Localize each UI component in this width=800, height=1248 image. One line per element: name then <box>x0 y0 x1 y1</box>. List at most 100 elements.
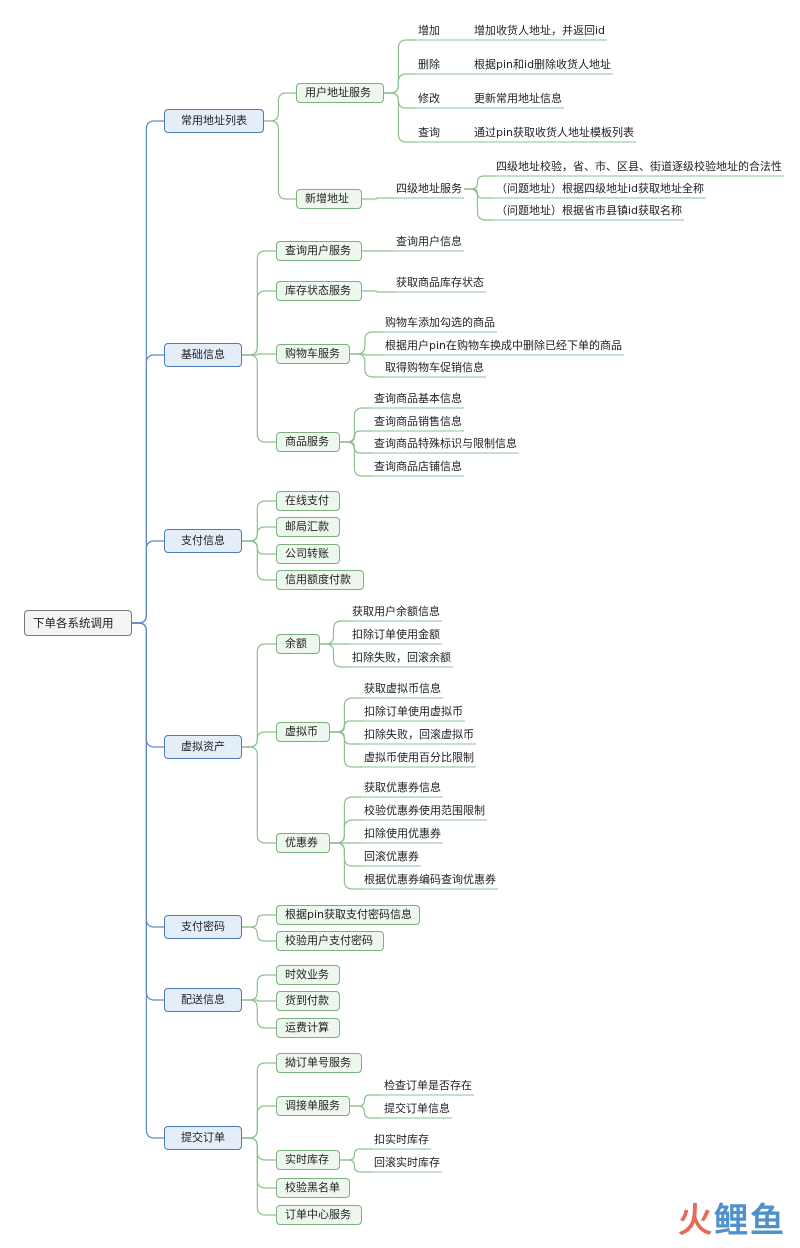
connector-line <box>242 1137 276 1161</box>
connector-line <box>362 290 394 293</box>
address-item-3: （问题地址）根据省市县镇id获取名称 <box>496 204 683 217</box>
node-virtual-assets[interactable]: 虚拟资产 <box>164 735 242 759</box>
node-freight[interactable]: 运费计算 <box>276 1018 340 1038</box>
node-submit-order[interactable]: 提交订单 <box>164 1126 242 1150</box>
node-user-query-service[interactable]: 查询用户服务 <box>276 241 362 261</box>
root-node[interactable]: 下单各系统调用 <box>24 610 132 636</box>
connector-line <box>330 842 362 890</box>
connector-line <box>242 353 276 356</box>
node-balance[interactable]: 余额 <box>276 634 320 654</box>
connector-line <box>242 1137 276 1216</box>
balance-item-2: 扣除订单使用金额 <box>352 628 440 641</box>
connector-line <box>340 430 372 443</box>
connector-line <box>330 731 362 745</box>
watermark-right: 鲤鱼 <box>714 1201 786 1241</box>
node-goods-service[interactable]: 商品服务 <box>276 432 340 452</box>
connector-line <box>132 540 164 624</box>
node-user-address-service[interactable]: 用户地址服务 <box>296 83 384 103</box>
dispatch-item-1: 检查订单是否存在 <box>384 1079 472 1092</box>
connector-line <box>242 914 276 928</box>
connector-line <box>330 720 362 733</box>
connector-line <box>350 1094 382 1107</box>
goods-item-2: 查询商品销售信息 <box>374 415 462 428</box>
connector-line <box>132 120 164 624</box>
connector-line <box>350 1105 382 1119</box>
node-verify-pay-password[interactable]: 校验用户支付密码 <box>276 931 384 951</box>
node-new-address[interactable]: 新增地址 <box>296 189 362 209</box>
node-delivery-info[interactable]: 配送信息 <box>164 988 242 1012</box>
node-cart-service[interactable]: 购物车服务 <box>276 344 350 364</box>
connector-line <box>464 175 494 190</box>
connector-line <box>320 620 350 645</box>
connector-line <box>242 526 276 542</box>
connector-line <box>242 290 276 356</box>
node-realtime-stock[interactable]: 实时库存 <box>276 1150 340 1170</box>
node-dispatch-service[interactable]: 调接单服务 <box>276 1096 350 1116</box>
connector-line <box>320 643 350 668</box>
realtime-item-2: 回滚实时库存 <box>374 1156 440 1169</box>
node-company-transfer[interactable]: 公司转账 <box>276 544 340 564</box>
node-credit-pay[interactable]: 信用额度付款 <box>276 570 364 590</box>
connector-line <box>350 353 383 378</box>
node-online-pay[interactable]: 在线支付 <box>276 491 340 511</box>
connector-line <box>242 926 276 942</box>
connector-line <box>330 819 362 844</box>
connector-line <box>242 731 276 748</box>
connector-line <box>340 441 372 477</box>
vcoin-item-1: 获取虚拟币信息 <box>364 682 441 695</box>
node-address-list[interactable]: 常用地址列表 <box>164 109 264 133</box>
coupon-item-5: 根据优惠券编码查询优惠券 <box>364 873 496 886</box>
goods-item-3: 查询商品特殊标识与限制信息 <box>374 437 517 450</box>
op-add: 增加 <box>418 24 440 37</box>
connector-line <box>242 1062 276 1139</box>
address-item-2: （问题地址）根据四级地址id获取地址全称 <box>496 182 705 195</box>
node-blacklist[interactable]: 校验黑名单 <box>276 1178 350 1198</box>
cart-item-3: 取得购物车促销信息 <box>385 361 484 374</box>
connector-line <box>384 92 416 143</box>
connector-line <box>242 746 276 844</box>
connector-line <box>384 73 416 94</box>
connector-line <box>132 622 164 1001</box>
user-query-item: 查询用户信息 <box>396 235 462 248</box>
connector-line <box>362 197 394 200</box>
coupon-item-4: 回滚优惠券 <box>364 850 419 863</box>
node-pay-password[interactable]: 支付密码 <box>164 915 242 939</box>
balance-item-3: 扣除失败，回滚余额 <box>352 651 451 664</box>
vcoin-item-3: 扣除失败，回滚虚拟币 <box>364 728 474 741</box>
connector-line <box>242 1105 276 1139</box>
node-coupon[interactable]: 优惠券 <box>276 833 330 853</box>
node-postal-remit[interactable]: 邮局汇款 <box>276 517 340 537</box>
node-timeliness[interactable]: 时效业务 <box>276 965 340 985</box>
node-order-center[interactable]: 订单中心服务 <box>276 1205 362 1225</box>
connector-line <box>132 622 164 748</box>
connector-line <box>242 999 276 1002</box>
four-level-address-service: 四级地址服务 <box>396 182 462 195</box>
node-basic-info[interactable]: 基础信息 <box>164 343 242 367</box>
connector-line <box>242 250 276 356</box>
op-update: 修改 <box>418 92 440 105</box>
node-virtual-coin[interactable]: 虚拟币 <box>276 722 330 742</box>
connector-line <box>330 697 362 733</box>
node-payment-info[interactable]: 支付信息 <box>164 529 242 553</box>
coupon-item-1: 获取优惠券信息 <box>364 781 441 794</box>
connector-line <box>242 500 276 542</box>
connector-line <box>242 974 276 1001</box>
balance-item-1: 获取用户余额信息 <box>352 605 440 618</box>
connector-line <box>132 622 164 928</box>
connector-line <box>464 188 494 221</box>
node-get-pay-password[interactable]: 根据pin获取支付密码信息 <box>276 905 420 925</box>
node-order-number-service[interactable]: 拗订单号服务 <box>276 1053 362 1073</box>
realtime-item-1: 扣实时库存 <box>374 1133 429 1146</box>
connector-line <box>242 354 276 443</box>
connector-line <box>330 731 362 768</box>
connector-line <box>350 331 383 355</box>
op-delete-desc: 根据pin和id删除收货人地址 <box>474 58 612 71</box>
stock-item: 获取商品库存状态 <box>396 276 484 289</box>
connector-line <box>464 188 494 199</box>
node-stock-service[interactable]: 库存状态服务 <box>276 281 362 301</box>
connector-line <box>330 842 362 867</box>
connector-line <box>384 39 416 94</box>
op-update-desc: 更新常用地址信息 <box>474 92 562 105</box>
node-cash-on-delivery[interactable]: 货到付款 <box>276 991 340 1011</box>
